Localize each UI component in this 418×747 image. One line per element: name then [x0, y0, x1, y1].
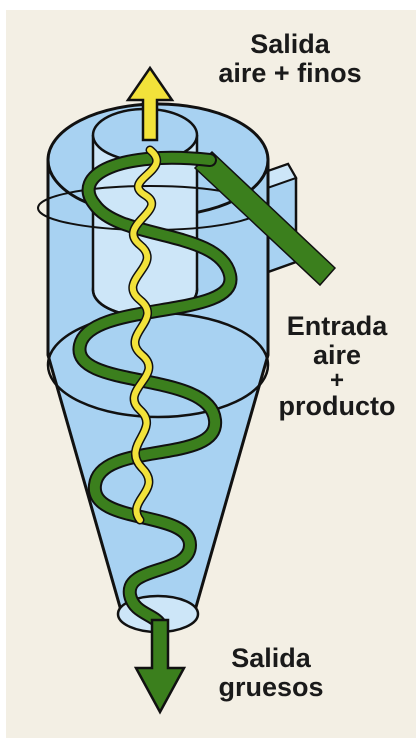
outlet-fines-label: Salida aire + finos: [205, 30, 375, 88]
inlet-label-line1: Entrada: [262, 312, 412, 341]
inlet-label-line2: aire: [262, 341, 412, 370]
outlet-coarse-label-line2: gruesos: [196, 673, 346, 702]
outlet-fines-label-line2: aire + finos: [205, 59, 375, 88]
inlet-label: Entrada aire + producto: [262, 312, 412, 421]
outlet-coarse-label: Salida gruesos: [196, 644, 346, 702]
outlet-fines-label-line1: Salida: [205, 30, 375, 59]
outlet-coarse-label-line1: Salida: [196, 644, 346, 673]
inlet-label-plus: +: [262, 370, 412, 392]
inlet-label-line4: producto: [262, 392, 412, 421]
